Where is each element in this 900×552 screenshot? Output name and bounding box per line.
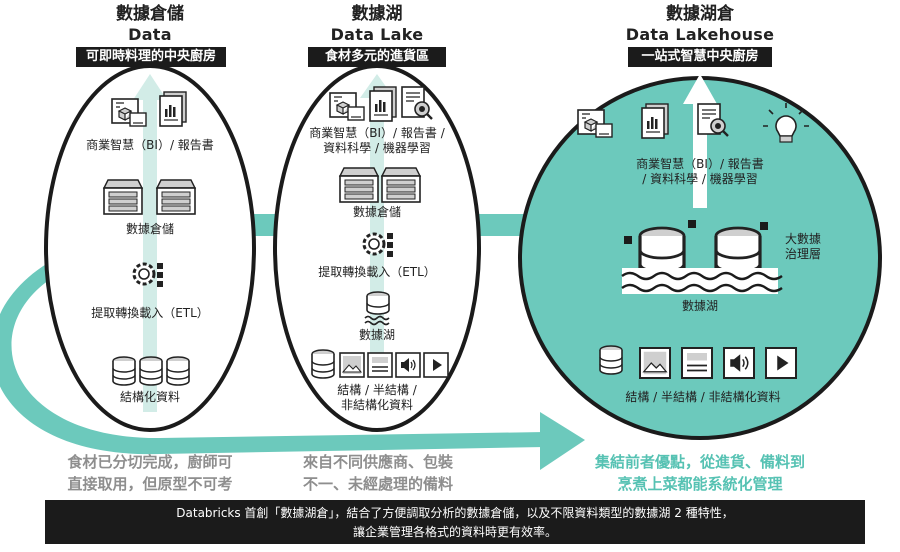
warehouse-etl-label: 提取轉換載入（ETL） [91,306,209,320]
lakehouse-bi-line1: 商業智慧（BI）/ 報告書 [636,157,764,171]
lake-caption-line1: 來自不同供應商、包裝 [302,453,453,471]
footer-line1: Databricks 首創「數據湖倉」，結合了方便調取分析的數據倉儲，以及不限資… [176,506,734,520]
warehouse-caption-line2: 直接取用，但原型不可考 [67,474,233,493]
lakehouse-data-label: 結構 / 半結構 / 非結構化資料 [625,390,781,404]
lakehouse-lake-label: 數據湖 [681,299,718,313]
lake-bi-label: 商業智慧（BI）/ 報告書 / 資料科學 / 機器學習 [292,126,462,156]
lake-caption-line2: 不一、未經處理的備料 [302,474,453,493]
warehouse-caption-line1: 食材已分切完成，廚師可 [67,453,233,471]
warehouse-tagline: 可即時料理的中央廚房 [76,47,226,67]
warehouse-bi-label: 商業智慧（BI）/ 報告書 [86,138,214,152]
warehouse-storage-label: 數據倉儲 [125,222,174,236]
lakehouse-governance-label: 大數據 治理層 [778,232,828,262]
lakehouse-bi-label: 商業智慧（BI）/ 報告書 / 資料科學 / 機器學習 [610,157,790,187]
lakehouse-bi-line2: / 資料科學 / 機器學習 [642,172,758,186]
footer-note: Databricks 首創「數據湖倉」，結合了方便調取分析的數據倉儲，以及不限資… [45,500,865,544]
lake-oval [273,64,481,432]
lakehouse-title-zh: 數據湖倉 [666,4,734,24]
lakehouse-caption-line2: 烹煮上菜都能系統化管理 [617,474,783,493]
footer-line2: 讓企業管理各格式的資料時更有效率。 [352,525,557,539]
lakehouse-tagline: 一站式智慧中央廚房 [628,47,772,67]
warehouse-caption: 食材已分切完成，廚師可 直接取用，但原型不可考 [30,452,270,496]
lake-title-en: Data Lake [330,25,424,44]
lake-data-label: 結構 / 半結構 / 非結構化資料 [307,383,447,413]
lake-lake-label: 數據湖 [358,328,395,342]
lake-caption: 來自不同供應商、包裝 不一、未經處理的備料 [268,452,488,496]
lakehouse-caption: 集結前者優點，從進貨、備料到 烹煮上菜都能系統化管理 [560,452,840,496]
lake-data-line1: 結構 / 半結構 / [337,383,417,397]
lake-storage-label: 數據倉儲 [352,205,401,219]
lake-bi-line2: 資料科學 / 機器學習 [323,141,431,155]
lakehouse-caption-line1: 集結前者優點，從進貨、備料到 [594,453,805,471]
warehouse-title-zh: 數據倉儲 [116,4,184,24]
lakehouse-title-en: Data Lakehouse [625,25,775,44]
lakehouse-circle [518,74,882,440]
warehouse-structured-label: 結構化資料 [119,390,180,404]
lake-etl-label: 提取轉換載入（ETL） [318,265,436,279]
warehouse-oval [44,64,256,432]
lake-data-line2: 非結構化資料 [340,398,413,412]
lake-title-zh: 數據湖 [351,4,403,24]
lakehouse-governance-line2: 治理層 [784,247,821,261]
lake-tagline: 食材多元的進貨區 [308,47,446,67]
lakehouse-governance-line1: 大數據 [784,232,821,246]
lake-bi-line1: 商業智慧（BI）/ 報告書 / [309,126,445,140]
